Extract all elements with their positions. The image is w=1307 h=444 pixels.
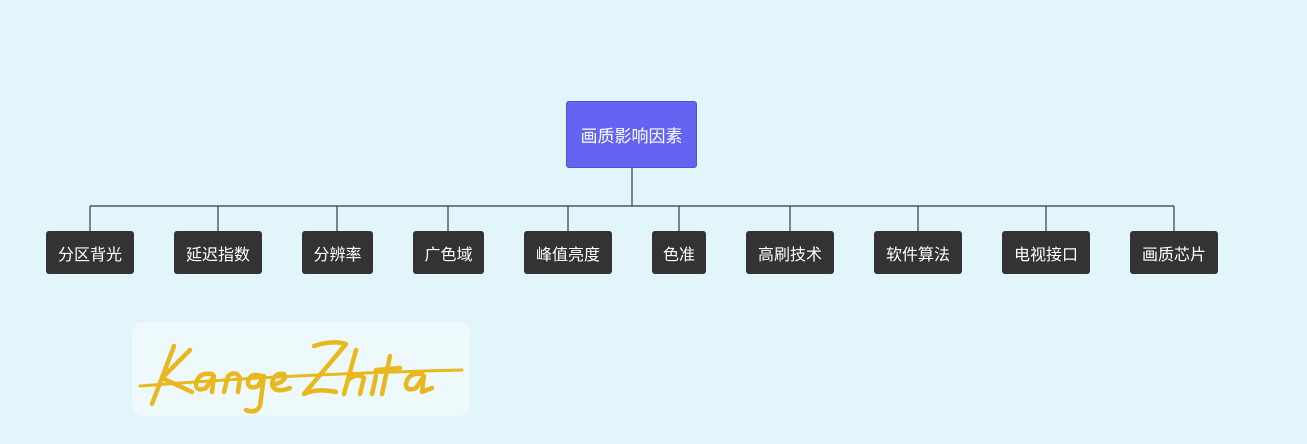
child-node-software-algorithm[interactable]: 软件算法 — [874, 231, 962, 274]
signature-logo — [138, 340, 464, 414]
child-node-color-accuracy[interactable]: 色准 — [652, 231, 706, 274]
child-node-wide-color-gamut[interactable]: 广色域 — [413, 231, 484, 274]
child-node-tv-interface[interactable]: 电视接口 — [1002, 231, 1090, 274]
child-node-label: 延迟指数 — [185, 244, 250, 264]
child-node-peak-brightness[interactable]: 峰值亮度 — [524, 231, 612, 274]
child-node-label: 分区背光 — [57, 244, 122, 264]
child-node-high-refresh[interactable]: 高刷技术 — [746, 231, 834, 274]
child-node-label: 高刷技术 — [757, 244, 822, 264]
child-node-label: 峰值亮度 — [535, 244, 600, 264]
child-node-label: 软件算法 — [885, 244, 950, 264]
root-node[interactable]: 画质影响因素 — [566, 101, 697, 168]
child-node-label: 电视接口 — [1013, 244, 1078, 264]
child-node-label: 广色域 — [424, 244, 473, 264]
child-node-resolution[interactable]: 分辨率 — [302, 231, 373, 274]
child-node-picture-chip[interactable]: 画质芯片 — [1130, 231, 1218, 274]
child-node-label: 色准 — [662, 244, 695, 264]
signature-watermark — [132, 322, 470, 416]
child-node-input-lag[interactable]: 延迟指数 — [174, 231, 262, 274]
child-node-label: 分辨率 — [313, 244, 362, 264]
child-node-local-dimming[interactable]: 分区背光 — [46, 231, 134, 274]
child-node-label: 画质芯片 — [1141, 244, 1206, 264]
root-node-label: 画质影响因素 — [580, 127, 683, 147]
